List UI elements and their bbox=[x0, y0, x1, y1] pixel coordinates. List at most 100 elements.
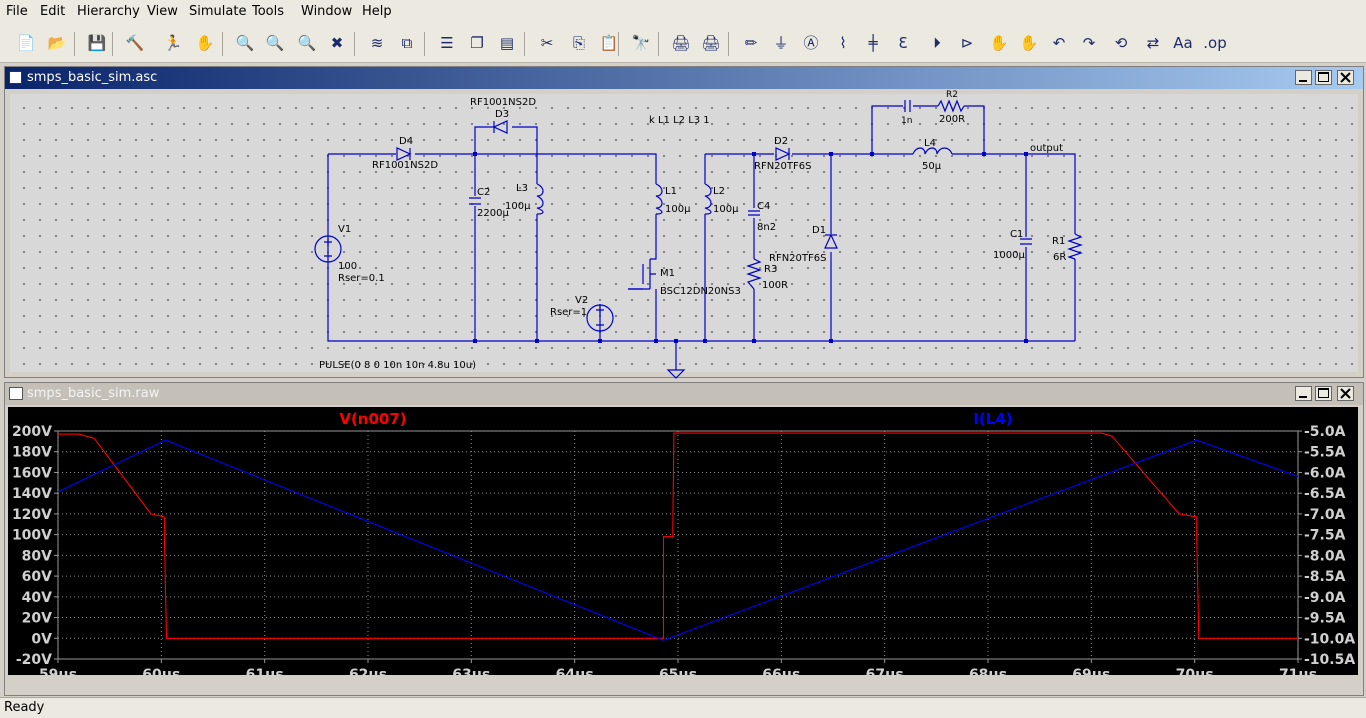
tile-vertical-icon[interactable]: ▤ bbox=[499, 34, 515, 52]
label-l1-value: 100µ bbox=[665, 204, 691, 215]
halt-icon[interactable]: ✋ bbox=[195, 34, 215, 52]
y-right-tick-label: -7.5A bbox=[1304, 528, 1346, 544]
label-c3-value: 1n bbox=[901, 116, 912, 126]
menu-edit[interactable]: Edit bbox=[40, 4, 66, 19]
label-l2-value: 100µ bbox=[713, 204, 739, 215]
paste-icon[interactable]: 📋 bbox=[599, 34, 619, 52]
zoom-cancel-icon[interactable]: ✖ bbox=[330, 34, 344, 52]
spice-directive-icon[interactable]: .op bbox=[1203, 34, 1227, 52]
cascade-icon[interactable]: ❐ bbox=[470, 34, 484, 52]
label-l2: L2 bbox=[713, 186, 725, 197]
move-icon[interactable]: ✋ bbox=[989, 34, 1009, 52]
label-m1: M1 bbox=[660, 268, 675, 279]
redo-icon[interactable]: ↷ bbox=[1082, 34, 1096, 52]
label-output: output bbox=[1030, 143, 1063, 154]
y-right-tick-label: -5.5A bbox=[1304, 445, 1346, 461]
label-c1: C1 bbox=[1010, 229, 1023, 240]
y-left-tick-label: 120V bbox=[12, 507, 52, 523]
pick-plot-icon[interactable]: ⧉ bbox=[401, 34, 413, 52]
zoom-fit-icon[interactable]: 🔍 bbox=[265, 34, 285, 52]
new-schematic-icon[interactable]: 📄 bbox=[16, 34, 36, 52]
label-m1-model: BSC12DN20NS3 bbox=[660, 286, 741, 297]
plot-minimize-button[interactable] bbox=[1295, 386, 1312, 401]
wire-icon[interactable]: ✏ bbox=[744, 34, 758, 52]
label-v1: V1 bbox=[338, 224, 351, 235]
inductor-icon[interactable]: Ɛ bbox=[898, 34, 908, 52]
open-icon[interactable]: 📂 bbox=[47, 34, 67, 52]
plot-maximize-button[interactable] bbox=[1315, 386, 1332, 401]
menu-hierarchy[interactable]: Hierarchy bbox=[77, 4, 140, 19]
y-left-tick-label: 0V bbox=[31, 631, 52, 647]
x-tick-label: 70µs bbox=[1176, 667, 1214, 675]
diode-icon[interactable]: ⏵ bbox=[933, 34, 941, 52]
toolbar-separator bbox=[74, 32, 75, 56]
menu-help[interactable]: Help bbox=[362, 4, 392, 19]
drag-icon[interactable]: ✋ bbox=[1019, 34, 1039, 52]
cut-icon[interactable]: ✂ bbox=[540, 34, 554, 52]
menu-tools[interactable]: Tools bbox=[252, 4, 285, 19]
save-icon[interactable]: 💾 bbox=[87, 34, 107, 52]
trace-label-i-l4: I(L4) bbox=[973, 410, 1012, 428]
x-tick-label: 59µs bbox=[39, 667, 77, 675]
menu-view[interactable]: View bbox=[147, 4, 178, 19]
x-tick-label: 68µs bbox=[969, 667, 1007, 675]
resistor-icon[interactable]: ⌇ bbox=[839, 34, 847, 52]
x-tick-label: 64µs bbox=[556, 667, 594, 675]
label-icon[interactable]: Ⓐ bbox=[803, 34, 819, 52]
undo-icon[interactable]: ↶ bbox=[1052, 34, 1066, 52]
status-bar: Ready bbox=[0, 697, 1366, 718]
tile-horizontal-icon[interactable]: ☰ bbox=[440, 34, 454, 52]
label-l4-value: 50µ bbox=[922, 161, 942, 172]
text-icon[interactable]: Aa bbox=[1173, 34, 1193, 52]
close-button[interactable] bbox=[1337, 70, 1354, 85]
zoom-in-icon[interactable]: 🔍 bbox=[235, 34, 255, 52]
menu-simulate[interactable]: Simulate bbox=[189, 4, 247, 19]
trace-label-v-n007: V(n007) bbox=[339, 410, 406, 428]
toolbar-separator bbox=[618, 32, 619, 56]
label-r1: R1 bbox=[1052, 236, 1065, 247]
menu-window[interactable]: Window bbox=[301, 4, 353, 19]
maximize-button[interactable] bbox=[1315, 70, 1332, 85]
menu-file[interactable]: File bbox=[6, 4, 28, 19]
rotate-icon[interactable]: ⟲ bbox=[1114, 34, 1128, 52]
trace-i-l4 bbox=[57, 439, 1299, 641]
find-icon[interactable]: 🔭 bbox=[631, 34, 651, 52]
y-left-tick-label: 180V bbox=[12, 445, 52, 461]
waveform-doc-icon bbox=[9, 387, 23, 400]
print-setup-icon[interactable]: 🖨 bbox=[671, 34, 691, 52]
x-tick-label: 63µs bbox=[452, 667, 490, 675]
label-d4: D4 bbox=[399, 136, 413, 147]
print-icon[interactable]: 🖨 bbox=[701, 34, 721, 52]
y-right-tick-label: -8.0A bbox=[1304, 548, 1346, 564]
zoom-out-icon[interactable]: 🔍 bbox=[297, 34, 317, 52]
label-c4: C4 bbox=[757, 201, 770, 212]
y-right-tick-label: -9.0A bbox=[1304, 590, 1346, 606]
plot-close-button[interactable] bbox=[1337, 386, 1354, 401]
minimize-button[interactable] bbox=[1295, 70, 1312, 85]
y-right-tick-label: -10.0A bbox=[1304, 631, 1355, 647]
y-right-tick-label: -6.0A bbox=[1304, 465, 1346, 481]
label-v1-value: 100 bbox=[338, 261, 357, 272]
control-panel-icon[interactable]: 🔨 bbox=[125, 34, 145, 52]
copy-icon[interactable]: ⎘ bbox=[572, 34, 585, 52]
schematic-doc-icon bbox=[9, 71, 22, 84]
label-c4-value: 8n2 bbox=[757, 222, 776, 233]
waveform-title: smps_basic_sim.raw bbox=[27, 386, 160, 401]
run-icon[interactable]: 🏃 bbox=[163, 34, 183, 52]
plot-frame bbox=[57, 430, 1299, 660]
ground-icon[interactable]: ⏚ bbox=[773, 34, 789, 52]
mirror-icon[interactable]: ⇄ bbox=[1146, 34, 1160, 52]
y-right-tick-label: -9.5A bbox=[1304, 611, 1346, 627]
label-d3: D3 bbox=[495, 109, 509, 120]
schematic-titlebar[interactable]: smps_basic_sim.asc bbox=[5, 67, 1363, 89]
y-left-tick-label: 40V bbox=[22, 590, 52, 606]
waveform-titlebar[interactable]: smps_basic_sim.raw bbox=[5, 383, 1363, 405]
capacitor-icon[interactable]: ╪ bbox=[868, 34, 878, 52]
component-icon[interactable]: ⊳ bbox=[960, 34, 974, 52]
label-d3-model: RF1001NS2D bbox=[470, 97, 536, 108]
schematic-canvas[interactable]: RF1001NS2D D3 k L1 L2 L3 1 1n R2 200R D4… bbox=[10, 90, 1358, 379]
label-pulse: PULSE(0 8 0 10n 10n 4.8u 10u) bbox=[319, 360, 476, 371]
autorange-icon[interactable]: ≋ bbox=[370, 34, 384, 52]
